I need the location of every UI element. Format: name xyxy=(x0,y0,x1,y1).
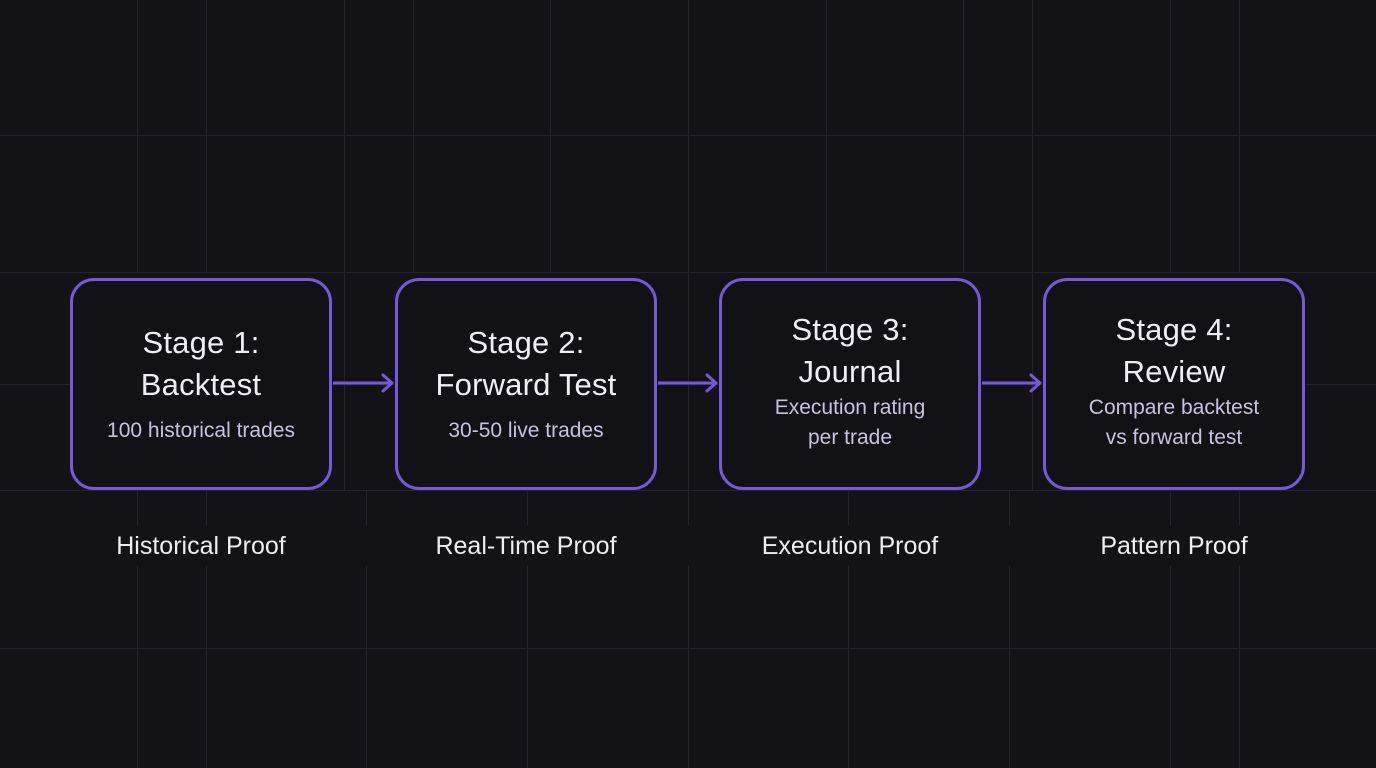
grid-line xyxy=(0,490,1376,491)
stage-title: Review xyxy=(1122,354,1226,389)
proof-label: Pattern Proof xyxy=(1100,532,1248,560)
stage-3-box: Stage 3: Journal Execution rating per tr… xyxy=(719,278,981,490)
label-backdrop xyxy=(0,526,1376,566)
stage-title: Stage 2: xyxy=(467,325,585,360)
grid-line xyxy=(0,648,1376,649)
grid-line xyxy=(963,0,964,272)
grid-line xyxy=(206,0,207,272)
stage-1-box: Stage 1: Backtest 100 historical trades xyxy=(70,278,332,490)
grid-line xyxy=(688,490,689,768)
grid-line xyxy=(413,0,414,272)
grid-line xyxy=(1239,490,1240,768)
stage-title: Backtest xyxy=(140,367,262,402)
grid-line xyxy=(137,490,138,768)
grid-line xyxy=(826,0,827,272)
stage-description: vs forward test xyxy=(1105,426,1243,449)
proof-label: Real-Time Proof xyxy=(435,532,617,560)
stage-2-box: Stage 2: Forward Test 30-50 live trades xyxy=(395,278,657,490)
grid-line xyxy=(1170,490,1171,768)
stage-title: Stage 3: xyxy=(791,312,909,347)
grid-line xyxy=(366,490,367,768)
stage-title: Forward Test xyxy=(435,367,617,402)
stage-title: Stage 4: xyxy=(1115,312,1233,347)
grid-line xyxy=(344,272,345,490)
grid-line xyxy=(1239,0,1240,272)
stage-description: Execution rating xyxy=(774,396,926,419)
stage-description: per trade xyxy=(807,426,893,449)
stage-4-box: Stage 4: Review Compare backtest vs forw… xyxy=(1043,278,1305,490)
stage-description: 100 historical trades xyxy=(107,419,295,442)
arrow-right-icon xyxy=(982,373,1042,393)
grid-line xyxy=(527,490,528,768)
grid-line xyxy=(206,490,207,768)
grid-line xyxy=(344,0,345,272)
arrow-right-icon xyxy=(658,373,718,393)
grid-line xyxy=(0,135,1376,136)
stage-title: Journal xyxy=(798,354,902,389)
grid-line xyxy=(1009,490,1010,768)
stage-description: Compare backtest xyxy=(1088,396,1260,419)
grid-line xyxy=(1170,0,1171,272)
proof-label: Execution Proof xyxy=(761,532,939,560)
arrow-right-icon xyxy=(333,373,394,393)
grid-line xyxy=(0,272,1376,273)
grid-line xyxy=(550,0,551,272)
grid-line xyxy=(688,0,689,490)
proof-label: Historical Proof xyxy=(116,532,286,560)
grid-line xyxy=(137,0,138,272)
grid-line xyxy=(848,490,849,768)
grid-line xyxy=(1032,0,1033,490)
stage-title: Stage 1: xyxy=(142,325,260,360)
stage-description: 30-50 live trades xyxy=(448,419,604,442)
